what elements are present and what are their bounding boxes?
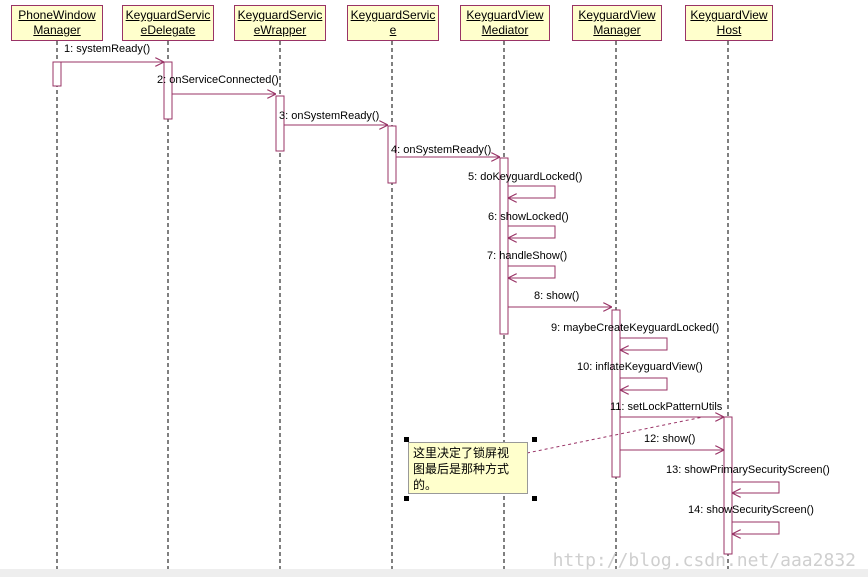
message-label: 14: showSecurityScreen() [688,504,814,516]
message-label: 13: showPrimarySecurityScreen() [666,464,830,476]
lifeline-keyguardservice: KeyguardServic e [347,5,439,41]
self-message-arrow [508,185,556,198]
lifeline-keyguardviewhost: KeyguardView Host [685,5,773,41]
message-label: 1: systemReady() [64,43,150,55]
message-label: 10: inflateKeyguardView() [577,361,703,373]
activation-bar [723,416,733,555]
lifeline-label: KeyguardServic [237,8,323,22]
message-label: 7: handleShow() [487,250,567,262]
message-label: 9: maybeCreateKeyguardLocked() [551,322,719,334]
self-message-arrow [508,265,556,278]
watermark: http://blog.csdn.net/aaa2832 [552,550,856,571]
self-message-arrow [620,377,668,390]
lifeline-keyguardservicedelegate: KeyguardServic eDelegate [122,5,214,41]
lifeline-label: PhoneWindow [18,8,96,22]
activation-bar [499,157,509,335]
activation-bar [611,309,621,478]
selection-handle[interactable] [532,437,537,442]
message-label: 12: show() [644,433,695,445]
self-message-arrow [620,337,668,350]
message-label: 8: show() [534,290,579,302]
lifeline-label: KeyguardServic [350,8,436,22]
message-label: 2: onServiceConnected() [157,74,279,86]
note-line: 图最后是那种方式 [413,462,510,476]
activation-bar [52,61,62,87]
lifeline-label: Manager [593,23,641,37]
footer-strip [0,569,868,577]
self-message-arrow [508,225,556,238]
activation-bar [163,61,173,120]
lifeline-label: eDelegate [140,23,196,37]
lifeline-label: KeyguardView [690,8,768,22]
note: 这里决定了锁屏视 图最后是那种方式 的。 [408,442,528,494]
self-message-arrow [732,521,780,534]
note-line: 的。 [413,478,438,492]
lifeline-keyguardviewmediator: KeyguardView Mediator [460,5,550,41]
lifeline-label: eWrapper [253,23,307,37]
lifeline-label: KeyguardView [466,8,544,22]
activation-bar [387,125,397,184]
lifeline-label: Manager [33,23,81,37]
lifeline-label: Host [716,23,742,37]
lifeline-label: KeyguardServic [125,8,211,22]
lifeline-keyguardservicewrapper: KeyguardServic eWrapper [234,5,326,41]
lifeline-label: KeyguardView [578,8,656,22]
message-label: 11: setLockPatternUtils [610,401,723,413]
lifeline-label: e [389,23,397,37]
message-label: 6: showLocked() [488,211,569,223]
selection-handle[interactable] [404,496,409,501]
activation-bar [275,95,285,152]
lifeline-phonewindowmanager: PhoneWindow Manager [11,5,103,41]
message-label: 3: onSystemReady() [279,110,379,122]
note-line: 这里决定了锁屏视 [413,446,510,460]
lifeline-keyguardviewmanager: KeyguardView Manager [572,5,662,41]
message-label: 5: doKeyguardLocked() [468,171,582,183]
selection-handle[interactable] [532,496,537,501]
selection-handle[interactable] [404,437,409,442]
message-label: 4: onSystemReady() [391,144,491,156]
self-message-arrow [732,481,780,493]
lifeline-label: Mediator [481,23,529,37]
